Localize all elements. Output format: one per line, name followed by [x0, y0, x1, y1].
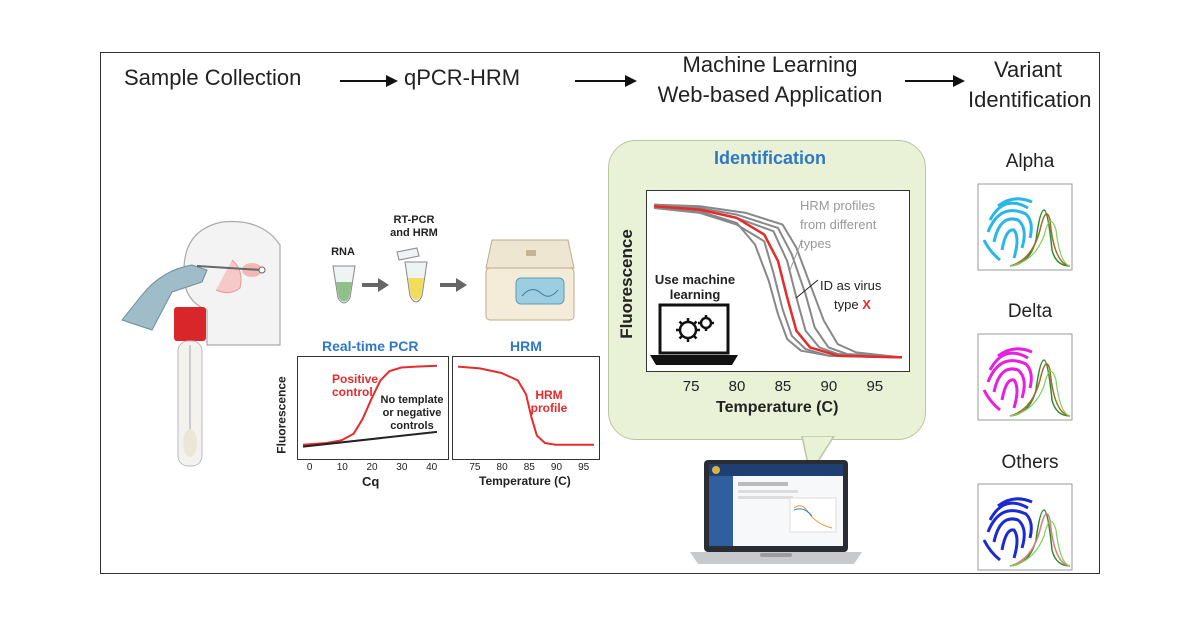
hrm-profile-line1: HRM — [535, 388, 563, 402]
laptop-gears-icon — [650, 303, 738, 365]
identification-series-1 — [653, 205, 903, 359]
id-as-virus-note: ID as virus type X — [820, 276, 881, 314]
identification-xtick-85: 85 — [774, 378, 792, 395]
realtime-ylabel-wrap: Fluorescence — [275, 370, 289, 460]
id-line2: type — [834, 297, 859, 312]
id-ylabel-wrap: Fluorescence — [614, 204, 640, 364]
step-variant-line1: Variant — [993, 57, 1063, 82]
hrm-chart — [452, 356, 600, 460]
rna-label: RNA — [331, 246, 355, 258]
arrow-3 — [905, 75, 965, 87]
hrm-xtick-85: 85 — [523, 462, 535, 473]
delta-fingerprint-plot — [977, 333, 1073, 421]
step-sample-collection: Sample Collection — [124, 65, 302, 90]
positive-line2: control — [332, 385, 373, 399]
positive-control-label: Positive control — [332, 373, 392, 399]
identification-xtick-95: 95 — [866, 378, 884, 395]
realtime-ylabel: Fluorescence — [275, 376, 289, 454]
hrm-profiles-line3: types — [800, 236, 832, 251]
arrow-rtpcr-to-machine-icon — [440, 278, 467, 292]
rtpcr-line2: and HRM — [390, 227, 438, 239]
step-variant-line2: Identification — [968, 87, 1092, 112]
swab-tube-icon — [174, 307, 206, 467]
realtime-xtick-0: 0 — [306, 462, 313, 473]
identification-series-4 — [653, 203, 903, 359]
use-ml-line1: Use machine — [654, 272, 736, 287]
realtime-pcr-title: Real-time PCR — [322, 338, 419, 354]
hrm-series-0 — [457, 365, 594, 446]
rtpcr-line1: RT-PCR — [393, 214, 435, 226]
use-ml-label: Use machine learning — [650, 272, 740, 302]
identification-xtick-90: 90 — [820, 378, 838, 395]
hrm-title: HRM — [510, 338, 542, 354]
figure-frame — [100, 52, 1100, 574]
id-ylabel: Fluorescence — [617, 229, 637, 339]
others-fingerprint-plot — [977, 483, 1073, 571]
realtime-xtick-40: 40 — [426, 462, 438, 473]
hrm-xtick-95: 95 — [578, 462, 590, 473]
step-machine-learning-line1: Machine Learning — [682, 52, 858, 77]
hrm-xtick-75: 75 — [469, 462, 481, 473]
negative-line1: No template — [380, 394, 444, 406]
others-fingerprint-icon — [982, 497, 1033, 562]
realtime-xtick-20: 20 — [366, 462, 378, 473]
rna-tube-icon — [332, 265, 356, 304]
negative-line3: controls — [390, 420, 434, 432]
identification-xtick-80: 80 — [728, 378, 746, 395]
step-machine-learning: Machine Learning Web-based Application — [640, 50, 900, 110]
hrm-xtick-80: 80 — [496, 462, 508, 473]
identification-title: Identification — [714, 148, 826, 168]
negative-line2: or negative — [382, 407, 442, 419]
realtime-series-1 — [302, 430, 438, 448]
realtime-xtick-30: 30 — [396, 462, 408, 473]
use-ml-line2: learning — [669, 287, 721, 302]
alpha-fingerprint-icon — [982, 197, 1033, 262]
hrm-profiles-line1: HRM profiles — [800, 198, 876, 213]
callout-lines — [790, 240, 819, 299]
realtime-xtick-10: 10 — [336, 462, 348, 473]
patient-swab-illustration — [121, 220, 281, 346]
realtime-xlabel: Cq — [362, 474, 380, 489]
id-type-x: X — [862, 297, 871, 312]
variant-alpha-label: Alpha — [1005, 151, 1055, 172]
realtime-pcr-chart — [297, 356, 449, 460]
variant-delta-label: Delta — [1007, 301, 1053, 322]
hrm-profiles-line2: from different — [800, 217, 877, 232]
hrm-xtick-90: 90 — [550, 462, 563, 473]
identification-series-2 — [653, 207, 903, 359]
alpha-fingerprint-plot — [977, 183, 1073, 271]
hrm-profile-line2: profile — [530, 401, 568, 415]
identification-series-0 — [653, 205, 903, 359]
id-xlabel: Temperature (C) — [716, 399, 839, 416]
positive-line1: Positive — [332, 372, 379, 386]
step-qpcr-hrm: qPCR-HRM — [404, 65, 521, 90]
realtime-series-0 — [302, 364, 438, 446]
identification-xtick-75: 75 — [682, 378, 700, 395]
rtpcr-label: RT-PCR and HRM — [384, 214, 444, 240]
id-line2-wrap: type X — [820, 295, 881, 314]
id-line1: ID as virus — [820, 278, 882, 293]
hrm-profile-label: HRM profile — [524, 389, 574, 415]
hrm-plot-area — [452, 356, 600, 460]
step-variant-identification: Variant Identification — [968, 55, 1092, 115]
rtpcr-tube-icon — [396, 247, 428, 303]
variant-others-label: Others — [1001, 452, 1059, 473]
hrm-xlabel: Temperature (C) — [479, 474, 571, 488]
web-app-laptop-icon[interactable] — [690, 458, 862, 568]
arrow-rna-to-rtpcr-icon — [362, 278, 389, 292]
arrow-1 — [340, 75, 398, 87]
hrm-profiles-note: HRM profiles from different types — [800, 196, 876, 253]
arrow-2 — [575, 75, 637, 87]
negative-control-label: No template or negative controls — [378, 394, 446, 433]
step-machine-learning-line2: Web-based Application — [657, 82, 883, 107]
qpcr-machine-icon — [485, 239, 575, 321]
identification-series-5 — [653, 203, 903, 359]
delta-fingerprint-icon — [982, 347, 1033, 412]
